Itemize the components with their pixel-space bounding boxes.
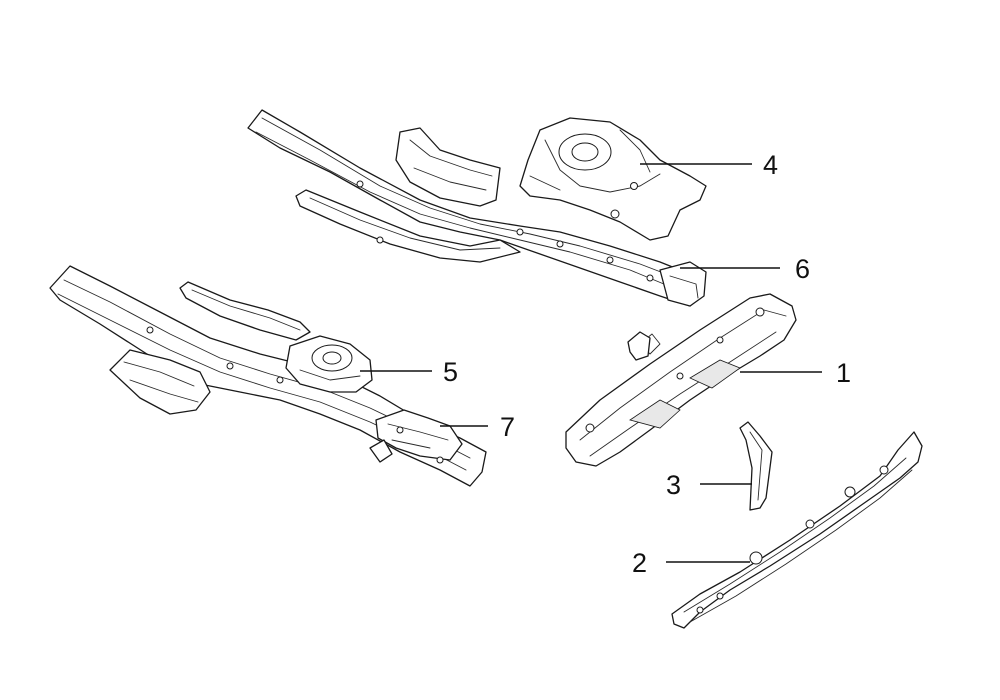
callout-4: 4 [763,150,778,180]
front-side-member-assembly-lower [49,265,487,487]
callout-5: 5 [443,357,458,387]
callout-labels: 4 6 5 7 1 3 2 [443,150,851,578]
leader-lines [360,163,822,563]
radiator-support-upper-panel [565,293,797,467]
front-cross-member [671,431,923,629]
callout-1: 1 [836,358,851,388]
callout-3: 3 [666,470,681,500]
callout-2: 2 [632,548,647,578]
radiator-support-stay [739,421,773,511]
callout-6: 6 [795,254,810,284]
callout-7: 7 [500,412,515,442]
front-side-member-assembly-upper [247,109,707,307]
